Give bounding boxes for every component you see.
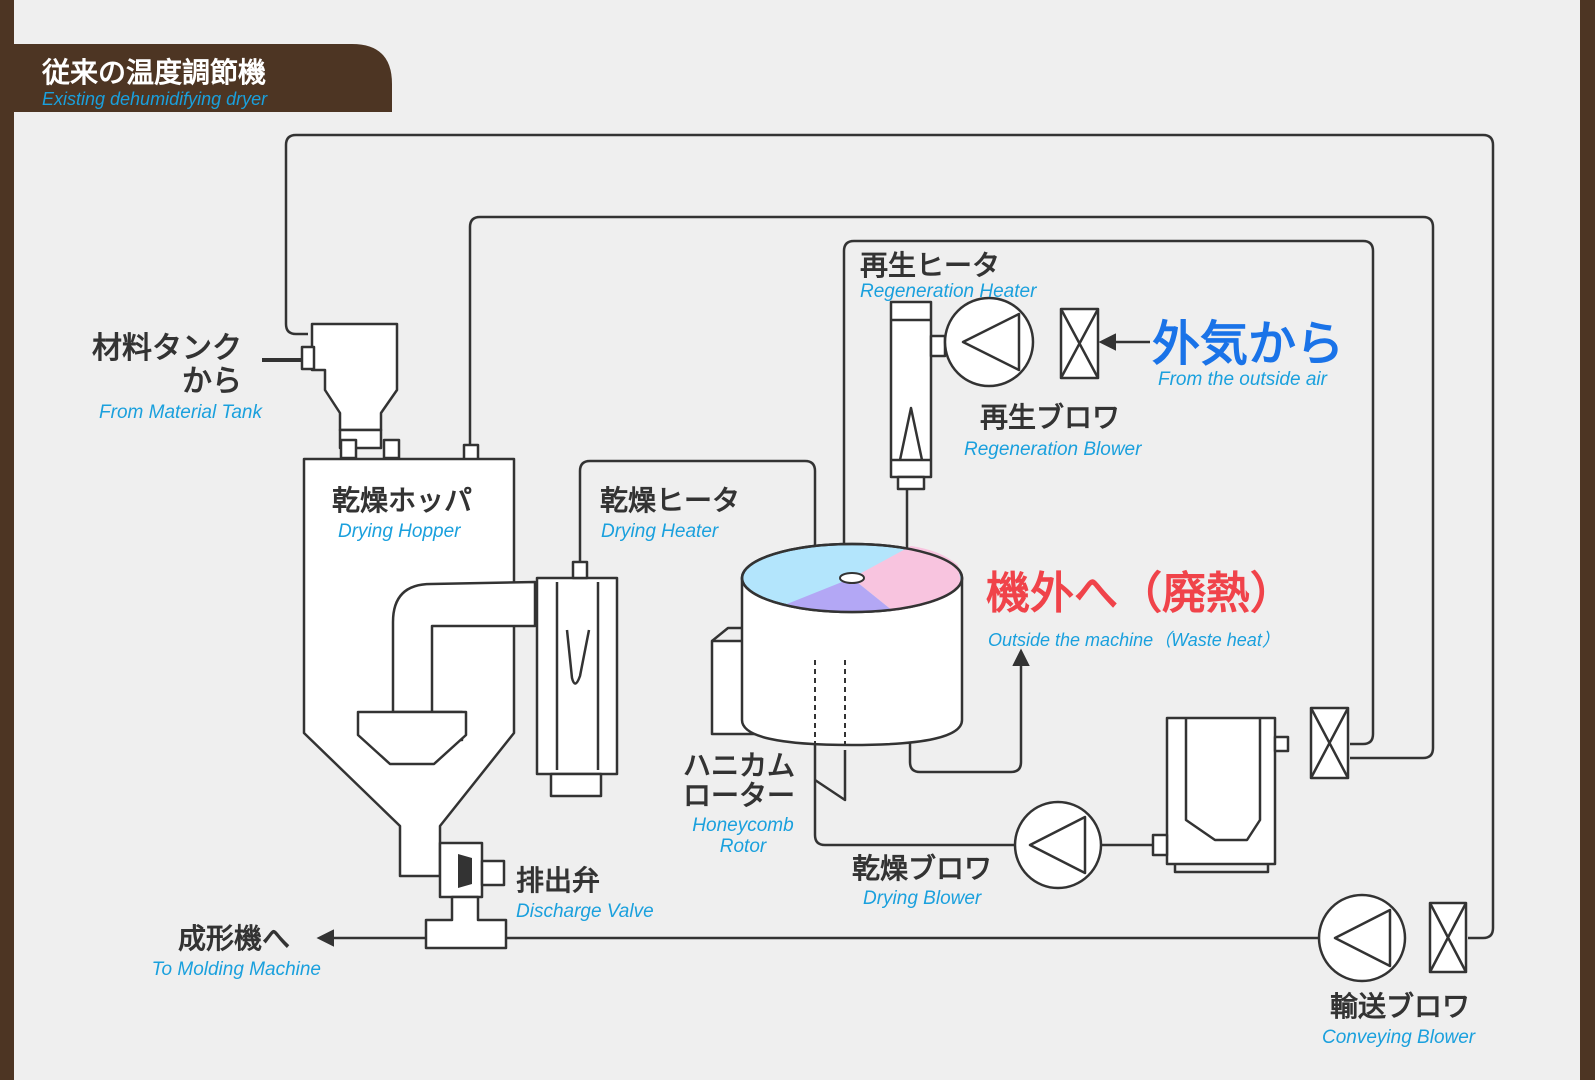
rotor-hub — [839, 572, 865, 584]
header-tab-shape — [14, 44, 392, 112]
heater-to-rotor-pipe — [578, 459, 817, 562]
regen-blower-symbol — [961, 312, 1021, 372]
discharge-valve-actuator — [480, 859, 506, 887]
regen-heater-bands — [891, 318, 931, 462]
heater-bottom-cap — [549, 772, 603, 798]
hopper-diffuser-cone — [356, 710, 468, 766]
regen-blower-label-en: Regeneration Blower — [964, 439, 1142, 460]
material-tank-label-jp-1: 材料タンク — [92, 331, 242, 366]
drying-blower — [1013, 800, 1103, 890]
hopper-top-flange-right — [382, 438, 401, 460]
drying-hopper-label-en: Drying Hopper — [338, 521, 461, 542]
cooler-outlet-port — [1273, 735, 1290, 753]
drying-hopper-label-jp: 乾燥ホッパ — [332, 484, 472, 517]
material-tank-label-en: From Material Tank — [99, 402, 263, 423]
conveying-filter-cross — [1428, 902, 1468, 973]
discharge-valve-label-jp: 排出弁 — [516, 864, 600, 897]
regen-heater-body — [889, 300, 933, 479]
waste-heat-label-en: Outside the machine（Waste heat） — [988, 630, 1280, 650]
drying-heater — [535, 560, 619, 798]
rotor-label-jp-1: ハニカム — [683, 749, 795, 782]
drying-blower-inlet-pipe — [813, 660, 1015, 847]
to-molding-label-en: To Molding Machine — [152, 959, 321, 980]
heater-element — [565, 629, 591, 685]
cooler-base — [1173, 864, 1270, 874]
to-molding-label-jp: 成形機へ — [178, 922, 290, 955]
conveying-loop-pipe — [284, 133, 1495, 940]
labels: 材料タンク から From Material Tank 乾燥ホッパ Drying… — [92, 249, 1476, 1048]
return-air-pipe — [468, 215, 1435, 760]
conveying-blower — [1317, 893, 1468, 983]
drying-hopper — [300, 322, 537, 950]
regeneration-pipe — [842, 239, 1375, 746]
rotor-label-jp-2: ローター — [683, 779, 795, 812]
rotor-label-en-1: Honeycomb — [692, 815, 793, 836]
regeneration-unit — [889, 296, 1100, 491]
outside-air-label-jp: 外気から — [1152, 316, 1344, 372]
drying-blower-label-en: Drying Blower — [863, 888, 982, 909]
panel-background — [14, 0, 1580, 1080]
heater-top-port — [571, 560, 589, 580]
waste-heat-label-jp: 機外へ（廃熱） — [986, 568, 1294, 619]
conveying-blower-label-jp: 輸送ブロワ — [1330, 990, 1470, 1023]
rotor-sector-purple — [782, 578, 893, 612]
heater-casing — [535, 576, 619, 776]
rotor-top-outline — [740, 542, 964, 614]
drying-heater-label-en: Drying Heater — [601, 521, 719, 542]
header-subtitle: Existing dehumidifying dryer — [42, 89, 268, 109]
discharge-tee — [424, 895, 508, 950]
hopper-top-flange-left — [339, 438, 358, 460]
honeycomb-rotor — [710, 542, 964, 747]
cooler-inlet-port — [1151, 833, 1169, 857]
rotor-bottom-pipe — [814, 750, 847, 802]
waste-heat-arrow — [908, 648, 1030, 774]
rotor-label-en-2: Rotor — [720, 836, 767, 857]
rotor-cylinder — [740, 576, 964, 747]
material-tank-label-jp-2: から — [182, 364, 242, 399]
loader-inlet-flange — [300, 345, 316, 371]
regen-blower-label-jp: 再生ブロワ — [980, 401, 1120, 434]
conveying-blower-label-en: Conveying Blower — [1322, 1027, 1476, 1048]
regen-blower-coupling — [929, 334, 947, 358]
discharge-valve-label-en: Discharge Valve — [516, 901, 654, 922]
drying-blower-circle — [1013, 800, 1103, 890]
conveying-blower-circle — [1317, 893, 1407, 983]
rotor-sector-pink — [852, 546, 961, 611]
drying-blower-label-jp: 乾燥ブロワ — [852, 852, 992, 885]
return-filter-cross — [1309, 707, 1350, 779]
regen-heater-element — [898, 406, 924, 461]
regen-filter-cross — [1059, 308, 1100, 379]
regen-heater-label-jp: 再生ヒータ — [860, 249, 1000, 282]
regen-blower — [943, 296, 1035, 388]
header-tab: 従来の温度調節機 Existing dehumidifying dryer — [14, 44, 392, 112]
drying-blower-symbol — [1028, 815, 1087, 875]
heater-inner-walls — [555, 582, 600, 770]
discharge-valve-wheel — [458, 854, 472, 888]
cooler-unit — [1151, 706, 1350, 874]
regen-heater-outlet — [896, 475, 926, 491]
outside-air-label-en: From the outside air — [1158, 369, 1328, 390]
conveying-blower-symbol — [1333, 908, 1392, 968]
header-title: 従来の温度調節機 — [41, 56, 266, 89]
drying-heater-label-jp: 乾燥ヒータ — [600, 484, 740, 517]
pipes — [262, 133, 1495, 947]
cooler-inner — [1184, 718, 1262, 842]
regen-heater-label-en: Regeneration Heater — [860, 281, 1037, 302]
